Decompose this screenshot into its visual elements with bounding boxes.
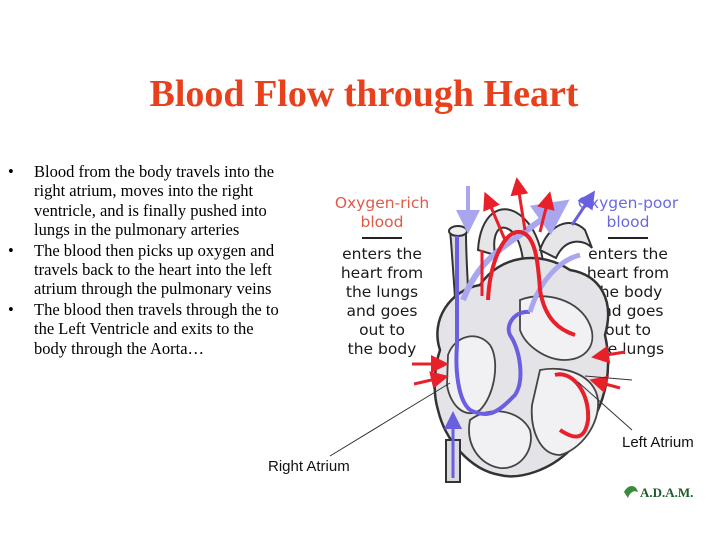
to-lungs-arrow <box>570 190 595 226</box>
adam-logo: A.D.A.M. <box>624 485 693 500</box>
pulmonary-vein-arrow-right-2 <box>589 375 621 394</box>
to-body-arrow-2 <box>483 191 507 241</box>
oxygen-rich-flow-ventricle <box>554 372 591 439</box>
oxygen-poor-caption: Oxygen-poor blood enters the heart from … <box>578 194 679 358</box>
pulmonary-vein-arrow-right <box>591 345 626 364</box>
bullet-line: lungs in the pulmonary arteries <box>34 220 240 240</box>
caption-heading-line: Oxygen-poor <box>578 194 679 212</box>
oxygen-poor-flow <box>454 236 531 416</box>
left-atrium-label: Left Atrium <box>622 434 694 451</box>
bullet-line: The blood then picks up oxygen and <box>34 240 275 260</box>
bullet-line: the Left Ventricle and exits to the <box>34 319 254 339</box>
caption-body-line: the body <box>348 340 417 358</box>
oxygen-rich-caption: Oxygen-rich blood enters the heart from … <box>335 194 429 358</box>
vena-cava-opening <box>448 225 468 237</box>
bullet-line: The blood then travels through the to <box>34 299 279 319</box>
bullet-list: • Blood from the body travels into the r… <box>8 162 313 359</box>
pulmonary-trunk <box>538 221 593 260</box>
bullet-line: travels back to the heart into the left <box>34 260 272 280</box>
caption-heading-line: Oxygen-rich <box>335 194 429 212</box>
left-atrium-chamber <box>519 295 594 361</box>
caption-body-line: out to <box>605 321 651 339</box>
bullet-line: atrium through the pulmonary veins <box>34 279 272 299</box>
caption-body-line: enters the <box>342 245 422 263</box>
bullet-line: ventricle, and is finally pushed into <box>34 200 267 220</box>
caption-heading-line: blood <box>361 213 404 231</box>
bullet-item-3: • The blood then travels through the to … <box>8 300 313 358</box>
slide-title: Blood Flow through Heart <box>149 73 579 115</box>
caption-body-line: and goes <box>346 302 417 320</box>
bullet-marker: • <box>8 240 14 260</box>
right-atrium-leader <box>329 382 451 457</box>
caption-body-line: heart from <box>587 264 669 282</box>
caption-body-line: out to <box>359 321 405 339</box>
right-atrium-label: Right Atrium <box>268 458 350 475</box>
left-atrium-leader-2 <box>584 375 633 381</box>
adam-leaf-icon <box>624 486 638 498</box>
to-body-arrow-3 <box>537 191 555 233</box>
heart-illustration <box>412 177 626 483</box>
caption-heading-line: blood <box>607 213 650 231</box>
to-body-arrow-1 <box>510 177 529 231</box>
caption-body-line: enters the <box>588 245 668 263</box>
bullet-item-1: • Blood from the body travels into the r… <box>8 162 313 240</box>
right-ventricle-chamber <box>468 410 532 469</box>
oxygen-poor-flow-pulmonary <box>527 252 581 313</box>
caption-body-line: the lungs <box>346 283 418 301</box>
caption-body-line: and goes <box>592 302 663 320</box>
caption-body-line: the body <box>594 283 663 301</box>
oxygen-rich-flow-aorta <box>486 230 576 337</box>
bullet-item-2: • The blood then picks up oxygen and tra… <box>8 241 313 299</box>
bullet-marker: • <box>8 162 14 181</box>
oxygen-poor-flow-upper <box>460 199 570 302</box>
bullet-marker: • <box>8 299 14 319</box>
adam-logo-text: A.D.A.M. <box>640 485 693 500</box>
bullet-line: Blood from the body travels into the <box>34 162 275 181</box>
pulmonary-vein-arrow-left-2 <box>413 371 449 389</box>
left-atrium-leader <box>577 381 633 431</box>
bullet-line: right atrium, moves into the right <box>34 181 254 201</box>
bullet-line: body through the Aorta… <box>34 338 205 358</box>
caption-body-line: heart from <box>341 264 423 282</box>
